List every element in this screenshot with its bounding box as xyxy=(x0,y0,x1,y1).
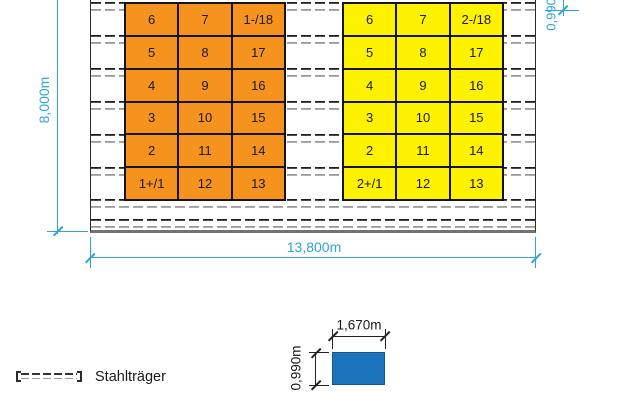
grid-cell: 7 xyxy=(179,4,231,35)
steel-beam xyxy=(91,68,535,78)
steel-beam xyxy=(91,199,535,209)
dimension-extension-line xyxy=(384,329,386,349)
dimension-extension-line xyxy=(331,329,333,349)
grid-cell: 17 xyxy=(450,36,502,68)
grid-cell: 12 xyxy=(179,168,231,199)
dimension-extension-line xyxy=(89,237,91,268)
panel-detail-rect xyxy=(332,352,385,385)
legend-dashed-line-dark xyxy=(21,373,77,375)
grid-cell: 9 xyxy=(397,69,449,101)
legend-label: Stahlträger xyxy=(95,369,166,385)
grid-cell: 6 xyxy=(344,4,396,35)
dimension-extension-line xyxy=(47,230,88,232)
grid-cell: 14 xyxy=(450,135,502,167)
grid-cell: 4 xyxy=(344,69,396,101)
grid-cell: 9 xyxy=(179,69,231,101)
steel-beam xyxy=(91,134,535,144)
legend-dashed-line-gray xyxy=(21,377,77,380)
grid-cell: 5 xyxy=(126,36,178,68)
grid-cell: 2 xyxy=(344,135,396,167)
dimension-line-width xyxy=(90,257,536,259)
hall-width-dimension-label: 13,800m xyxy=(286,239,342,255)
grid-cell: 10 xyxy=(397,102,449,134)
steel-beam xyxy=(91,2,535,12)
grid-cell: 11 xyxy=(179,135,231,167)
grid-cell: 13 xyxy=(450,168,502,199)
grid-cell: 2+/1 xyxy=(344,168,396,199)
grid-cell: 2-/18 xyxy=(450,4,502,35)
steel-beam xyxy=(91,101,535,111)
grid-cell: 17 xyxy=(232,36,284,68)
grid-cell: 8 xyxy=(397,36,449,68)
grid-cell: 6 xyxy=(126,4,178,35)
steel-beam xyxy=(91,219,535,229)
dimension-extension-line xyxy=(534,237,536,268)
dimension-line-panel-width xyxy=(332,335,385,337)
grid-cell: 1-/18 xyxy=(232,4,284,35)
grid-cell: 2 xyxy=(126,135,178,167)
steel-beam xyxy=(91,35,535,45)
legend-bracket-right xyxy=(77,371,82,382)
grid-cell: 15 xyxy=(232,102,284,134)
grid-cell: 13 xyxy=(232,168,284,199)
grid-cell: 15 xyxy=(450,102,502,134)
dimension-line-panel-height xyxy=(315,352,317,385)
grid-cell: 4 xyxy=(126,69,178,101)
row-height-dimension-label: 0,990m xyxy=(543,0,559,31)
grid-cell: 7 xyxy=(397,4,449,35)
dimension-extension-line xyxy=(309,384,329,386)
grid-cell: 16 xyxy=(232,69,284,101)
dimension-extension-line xyxy=(309,351,329,353)
grid-cell: 11 xyxy=(397,135,449,167)
grid-cell: 3 xyxy=(344,102,396,134)
grid-cell: 12 xyxy=(397,168,449,199)
panel-height-dimension-label: 0,990m xyxy=(288,345,304,391)
hall-height-dimension-label: 8,000m xyxy=(36,76,52,124)
grid-cell: 3 xyxy=(126,102,178,134)
steel-beam xyxy=(91,167,535,177)
panel-width-dimension-label: 1,670m xyxy=(336,317,382,333)
grid-cell: 10 xyxy=(179,102,231,134)
grid-cell: 5 xyxy=(344,36,396,68)
grid-cell: 8 xyxy=(179,36,231,68)
grid-cell: 1+/1 xyxy=(126,168,178,199)
grid-cell: 16 xyxy=(450,69,502,101)
grid-cell: 14 xyxy=(232,135,284,167)
steel-beam-legend-symbol xyxy=(16,371,82,382)
dimension-line-height xyxy=(57,0,59,234)
legend-bracket-left xyxy=(16,371,21,382)
